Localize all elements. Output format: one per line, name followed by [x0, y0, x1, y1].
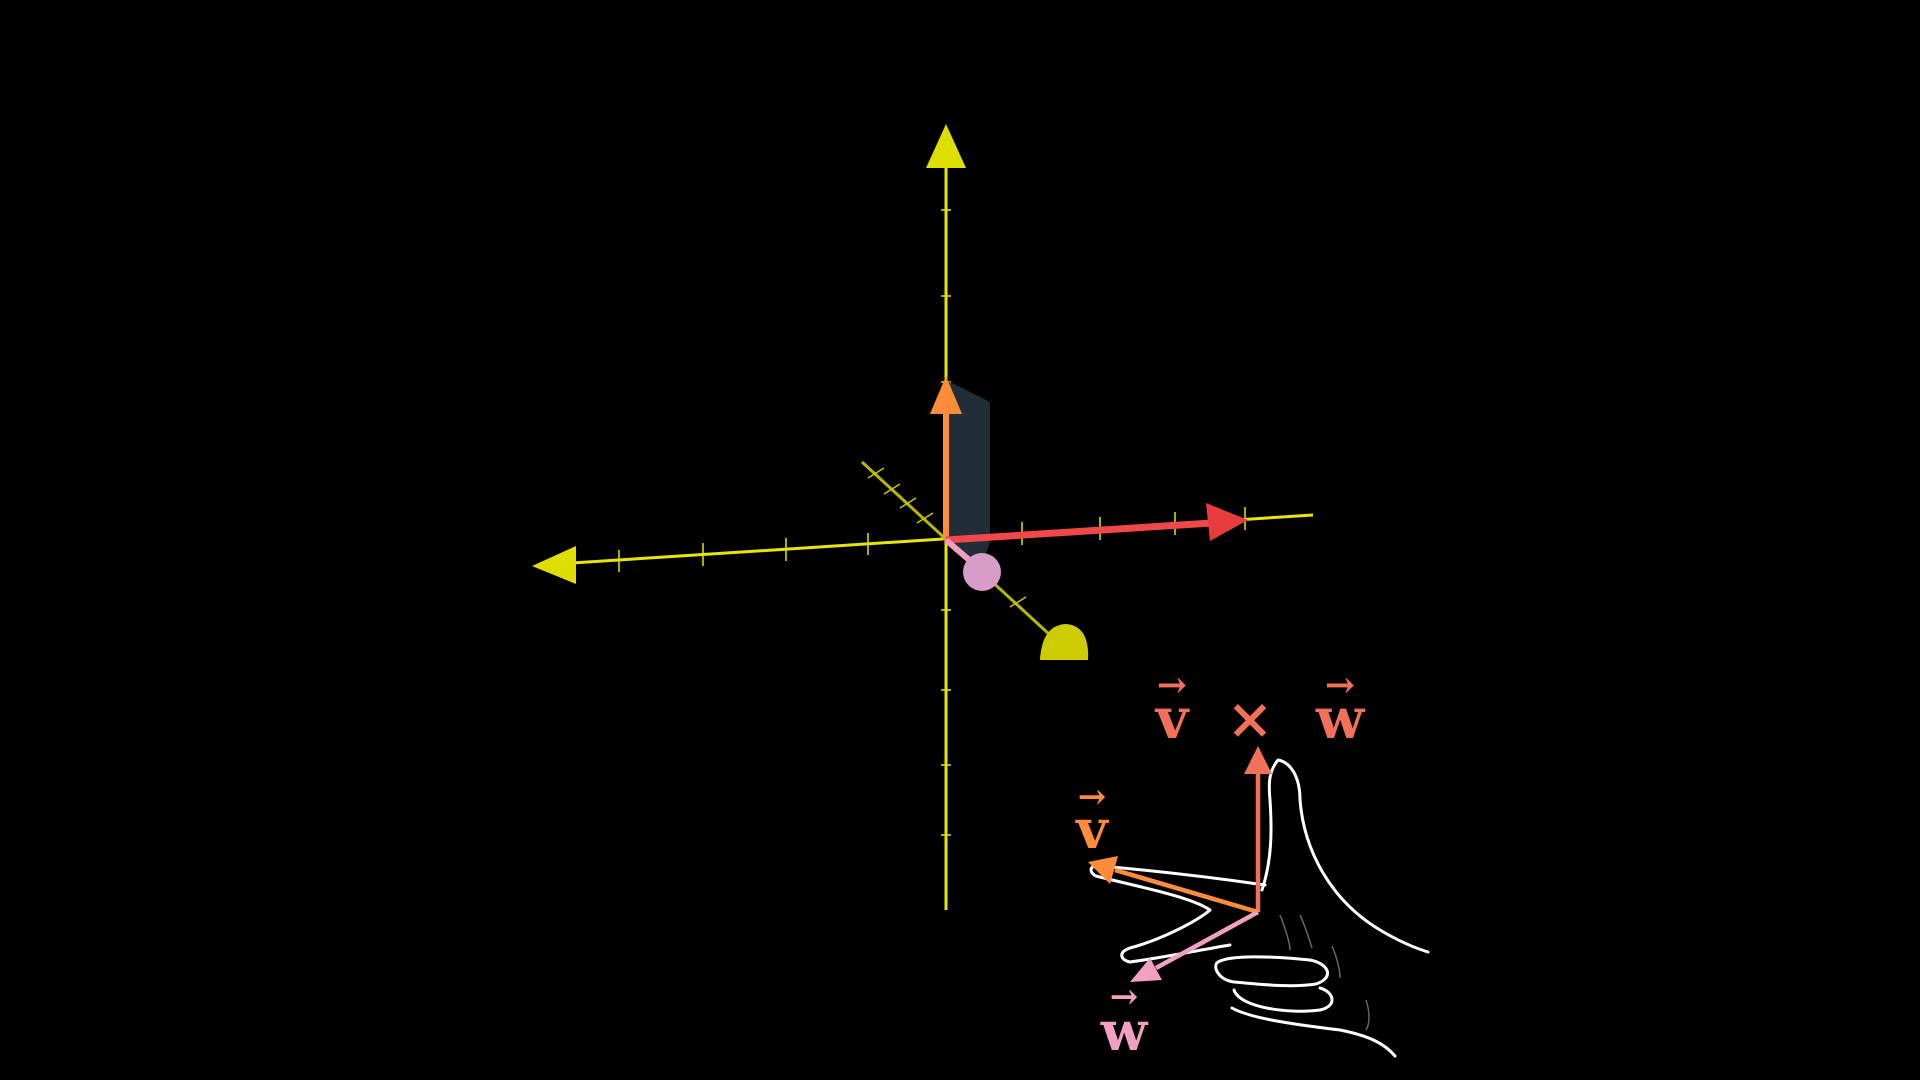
vector-w-tip — [963, 553, 1001, 591]
label-hand-v-group: → v — [1075, 777, 1109, 861]
label-cross-arrow-w: → — [1325, 664, 1355, 706]
axes-3d — [532, 124, 1314, 910]
right-hand-diagram — [1088, 746, 1430, 1058]
label-hand-w: w — [1100, 999, 1149, 1063]
label-hand-w-arrow: → — [1110, 977, 1139, 1017]
hand-vector-v — [1088, 856, 1259, 915]
y-axis-ticks — [867, 467, 1027, 608]
label-cross-w: w — [1315, 686, 1366, 752]
hand-vector-cross — [1244, 746, 1272, 912]
hand-outline — [1089, 758, 1430, 1058]
label-cross-arrow-v: → — [1157, 664, 1187, 706]
vector-w-3d — [944, 537, 1001, 591]
label-hand-v: v — [1075, 797, 1109, 861]
z-axis-ticks — [941, 209, 951, 836]
z-axis-arrowhead — [926, 124, 966, 168]
vector-v-arrowhead — [930, 376, 962, 414]
label-hand-v-arrow: → — [1078, 777, 1107, 817]
vector-v-3d — [930, 376, 962, 540]
label-cross-v: v — [1154, 686, 1190, 752]
hand-vector-w — [1130, 910, 1260, 982]
x-axis-arrowhead — [532, 546, 576, 584]
label-cross-operator: × — [1227, 686, 1274, 752]
parallelogram — [946, 380, 990, 570]
label-hand-w-group: → w — [1100, 977, 1149, 1063]
vector-cross-arrowhead — [1206, 503, 1248, 541]
label-cross-product: → v × → w — [1154, 664, 1366, 752]
y-axis-cone — [1040, 624, 1089, 660]
hand-creases — [1279, 914, 1370, 1031]
vector-cross-3d — [945, 503, 1248, 544]
